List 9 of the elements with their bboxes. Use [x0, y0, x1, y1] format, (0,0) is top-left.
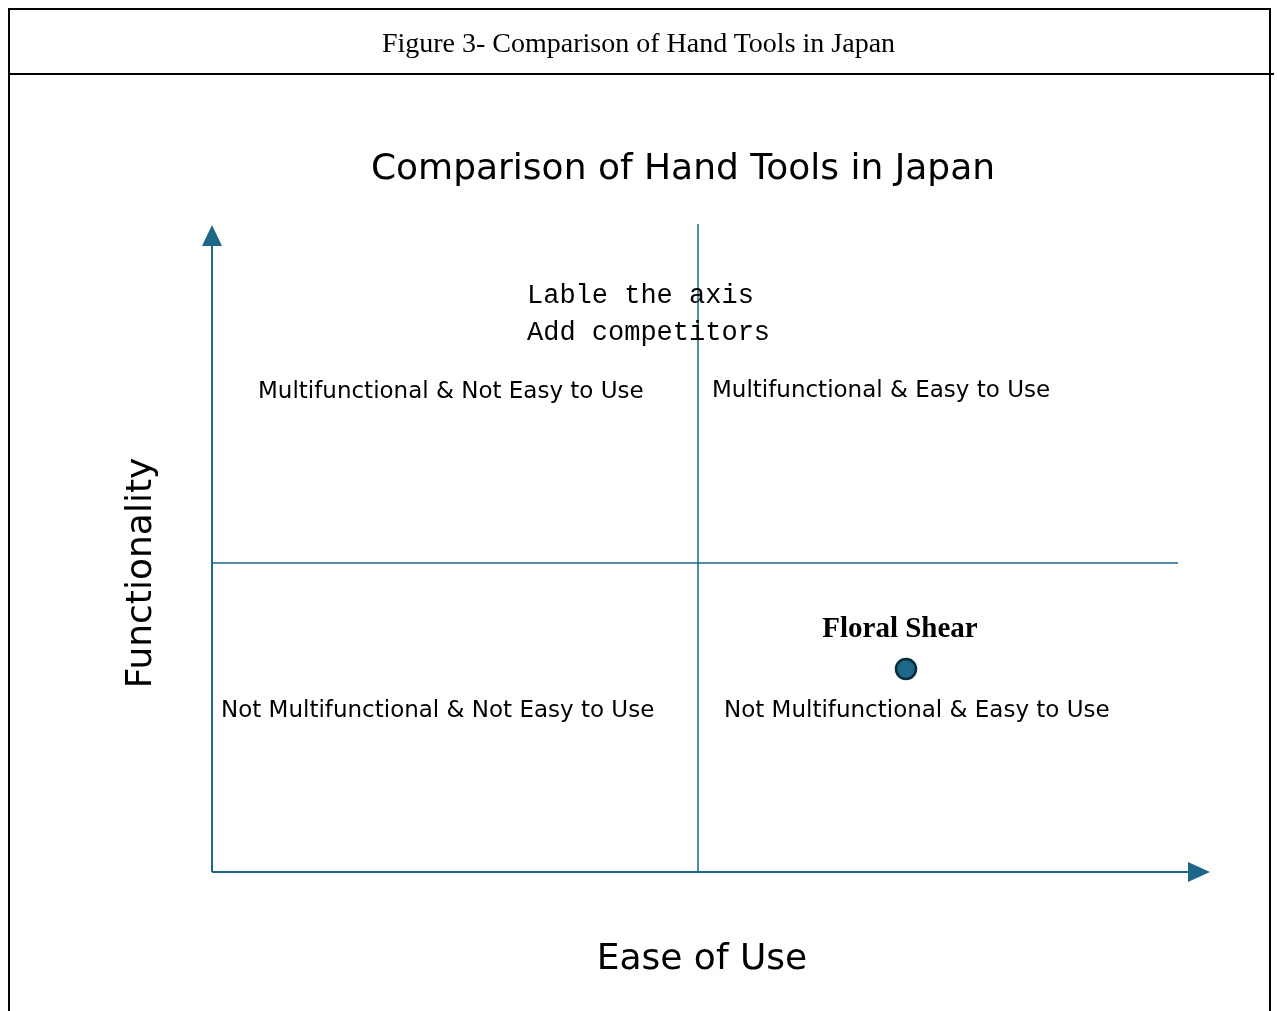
- quadrant-label: Not Multifunctional & Easy to Use: [724, 696, 1110, 722]
- chart-title: Comparison of Hand Tools in Japan: [369, 146, 997, 187]
- axis-title: Functionality: [121, 457, 157, 689]
- axis-title: Ease of Use: [595, 936, 809, 977]
- quadrant-label: Multifunctional & Easy to Use: [712, 376, 1051, 402]
- quadrant-label: Multifunctional & Not Easy to Use: [258, 377, 644, 403]
- quadrant-label: Not Multifunctional & Not Easy to Use: [221, 696, 655, 722]
- point-label: Floral Shear: [821, 611, 979, 644]
- figure-caption: Figure 3- Comparison of Hand Tools in Japan: [380, 26, 897, 60]
